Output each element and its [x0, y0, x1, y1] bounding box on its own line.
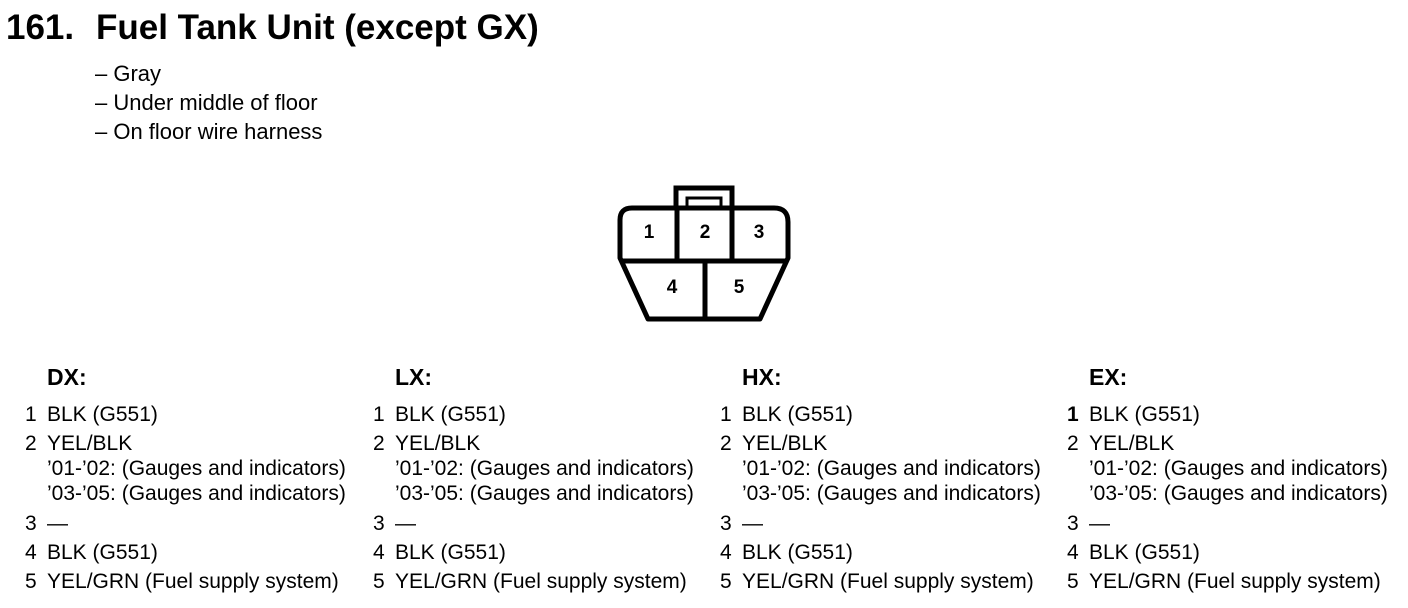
note-color: – Gray: [95, 61, 162, 86]
trim-heading: EX:: [1089, 364, 1128, 390]
pin-row: 3—: [25, 511, 346, 536]
pin-number: 4: [720, 541, 732, 564]
pin-wire: BLK (G551): [742, 403, 853, 426]
pin-subnote: ’01-’02: (Gauges and indicators): [742, 457, 1041, 480]
pin-number: 3: [25, 512, 37, 535]
pin-subnote: ’03-’05: (Gauges and indicators): [395, 482, 694, 505]
trim-heading: LX:: [395, 364, 433, 390]
pin-subnote: ’01-’02: (Gauges and indicators): [47, 457, 346, 480]
pin-row: 5 YEL/GRN (Fuel supply system): [373, 569, 694, 594]
pin-wire: BLK (G551): [742, 541, 853, 564]
section-title: Fuel Tank Unit (except GX): [96, 8, 539, 47]
pin-label-1: 1: [644, 222, 655, 243]
pin-row: 3—: [1067, 511, 1388, 536]
pin-row: 2 YEL/BLK: [25, 431, 346, 456]
pin-row: 3—: [373, 511, 694, 536]
pin-number: 3: [1067, 512, 1079, 535]
pin-number: 4: [1067, 541, 1079, 564]
pin-label-4: 4: [667, 277, 678, 298]
pin-wire: BLK (G551): [395, 541, 506, 564]
trim-heading: DX:: [47, 364, 87, 390]
page-title: 161. Fuel Tank Unit (except GX): [6, 8, 539, 48]
pin-wire: —: [47, 512, 68, 535]
pin-subnote: ’01-’02: (Gauges and indicators): [395, 457, 694, 480]
pin-wire: BLK (G551): [1089, 403, 1200, 426]
pin-row: 4 BLK (G551): [1067, 540, 1388, 565]
pin-number: 2: [373, 432, 385, 455]
pin-wire: BLK (G551): [47, 541, 158, 564]
pin-number: 2: [1067, 432, 1079, 455]
pin-wire: YEL/GRN (Fuel supply system): [1089, 570, 1381, 593]
pin-wire: YEL/BLK: [47, 432, 133, 455]
pin-label-3: 3: [754, 222, 765, 243]
pin-number: 2: [25, 432, 37, 455]
pin-subnote: ’03-’05: (Gauges and indicators): [47, 482, 346, 505]
connector-latch: [673, 185, 735, 207]
pin-number: 1: [373, 403, 385, 426]
pin-row: 2 YEL/BLK: [720, 431, 1041, 456]
pin-row: 4 BLK (G551): [25, 540, 346, 565]
note-harness: – On floor wire harness: [95, 119, 323, 144]
pin-wire: BLK (G551): [47, 403, 158, 426]
pin-row: 4 BLK (G551): [373, 540, 694, 565]
connector-latch-inner: [685, 196, 723, 207]
section-number: 161.: [6, 8, 75, 47]
pin-row: 4 BLK (G551): [720, 540, 1041, 565]
pin-row: 2 YEL/BLK: [1067, 431, 1388, 456]
pin-number: 4: [373, 541, 385, 564]
pin-label-5: 5: [734, 277, 745, 298]
pin-subnote: ’03-’05: (Gauges and indicators): [742, 482, 1041, 505]
pin-wire: BLK (G551): [395, 403, 506, 426]
pin-number: 1: [25, 403, 37, 426]
pin-number: 1: [1067, 403, 1079, 426]
pin-subnote: ’03-’05: (Gauges and indicators): [1089, 482, 1388, 505]
pin-label-2: 2: [700, 222, 711, 243]
pin-number: 5: [25, 570, 37, 593]
connector-housing: [617, 205, 791, 322]
note-location: – Under middle of floor: [95, 90, 318, 115]
pin-number: 5: [373, 570, 385, 593]
pin-number: 5: [720, 570, 732, 593]
pin-wire: YEL/GRN (Fuel supply system): [742, 570, 1034, 593]
pin-wire: YEL/GRN (Fuel supply system): [47, 570, 339, 593]
trim-heading: HX:: [742, 364, 782, 390]
pin-wire: YEL/BLK: [1089, 432, 1175, 455]
connector-notes: – Gray – Under middle of floor – On floo…: [95, 59, 322, 146]
pin-row: 5 YEL/GRN (Fuel supply system): [720, 569, 1041, 594]
pin-number: 3: [720, 512, 732, 535]
pin-number: 1: [720, 403, 732, 426]
pin-row: 1 BLK (G551): [1067, 402, 1388, 427]
pin-wire: YEL/BLK: [395, 432, 481, 455]
pin-wire: YEL/GRN (Fuel supply system): [395, 570, 687, 593]
pin-number: 2: [720, 432, 732, 455]
pin-row: 3—: [720, 511, 1041, 536]
pin-row: 5 YEL/GRN (Fuel supply system): [25, 569, 346, 594]
pin-number: 3: [373, 512, 385, 535]
pin-row: 1 BLK (G551): [720, 402, 1041, 427]
pin-wire: —: [395, 512, 416, 535]
pin-wire: —: [1089, 512, 1110, 535]
pin-subnote: ’01-’02: (Gauges and indicators): [1089, 457, 1388, 480]
pin-row: 5 YEL/GRN (Fuel supply system): [1067, 569, 1388, 594]
pin-wire: YEL/BLK: [742, 432, 828, 455]
pin-row: 1 BLK (G551): [373, 402, 694, 427]
pin-row: 1 BLK (G551): [25, 402, 346, 427]
pin-number: 5: [1067, 570, 1079, 593]
pin-row: 2 YEL/BLK: [373, 431, 694, 456]
pin-wire: —: [742, 512, 763, 535]
pin-number: 4: [25, 541, 37, 564]
pin-wire: BLK (G551): [1089, 541, 1200, 564]
